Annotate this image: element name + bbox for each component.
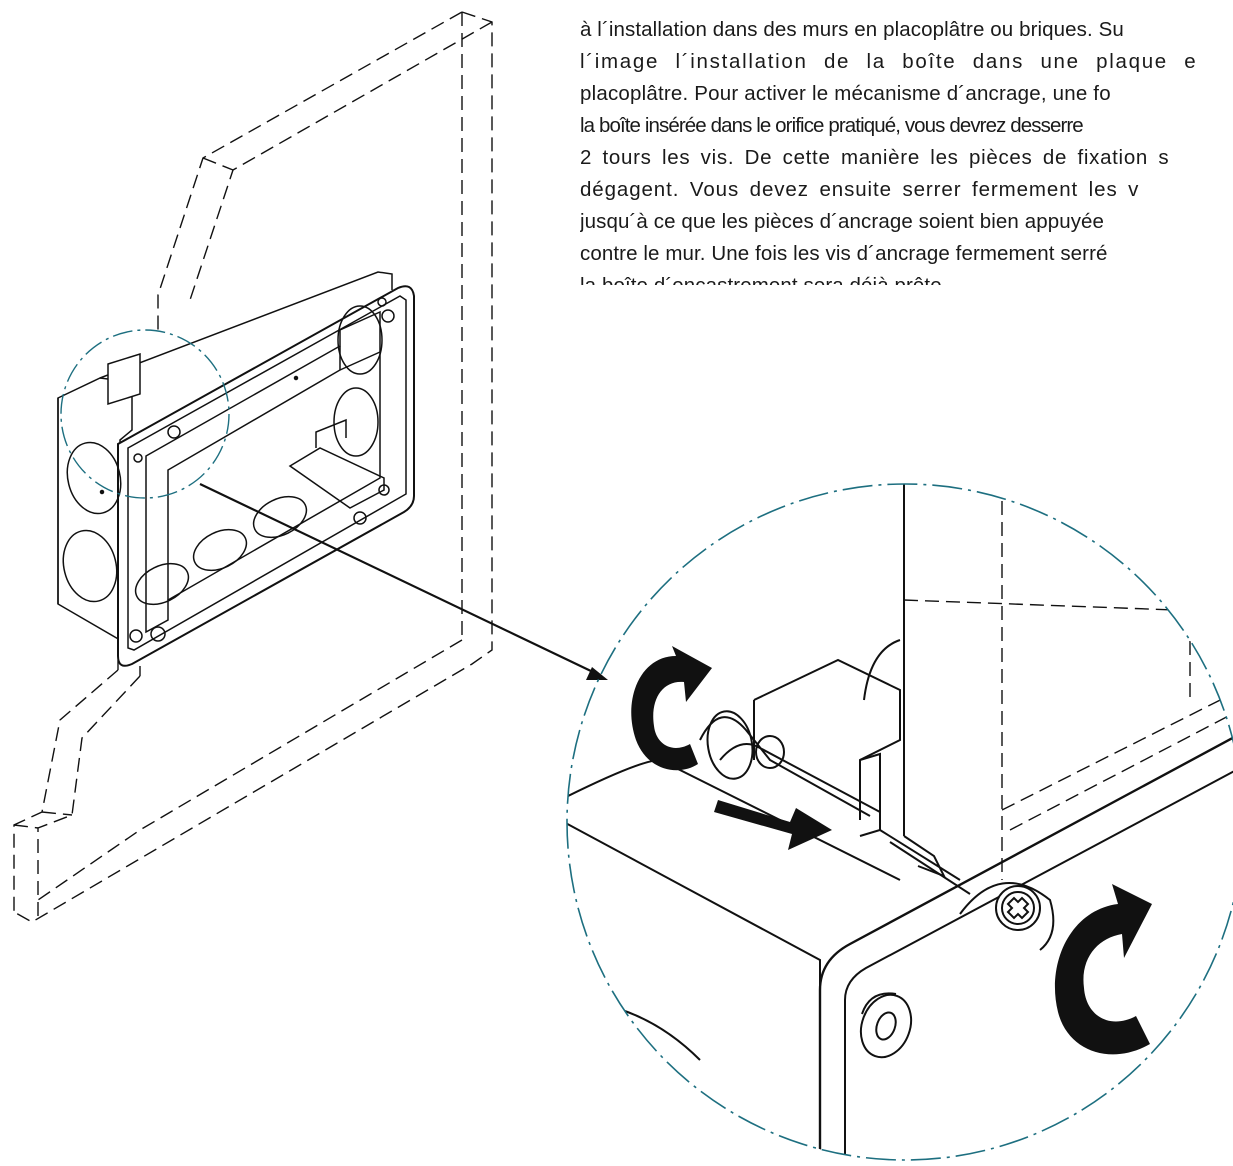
rotate-left-arrow-icon: [631, 646, 712, 771]
drywall-panel: [13, 11, 493, 923]
pointer-arrow: [199, 483, 608, 680]
instruction-line: contre le mur. Une fois les vis d´ancrag…: [580, 242, 1108, 265]
instruction-line: à l´installation dans des murs en placop…: [580, 18, 1124, 41]
instruction-line: placoplâtre. Pour activer le mécanisme d…: [580, 82, 1111, 105]
instruction-text: à l´installation dans des murs en placop…: [580, 0, 1233, 285]
instruction-line: la boîte d´encastrement sera déjà prête.: [580, 270, 1233, 285]
push-direction-arrow-icon: [714, 800, 832, 850]
detail-callout-circle: [60, 329, 230, 499]
instruction-line: l´image l´installation de la boîte dans …: [580, 50, 1198, 73]
anchor-screw-icon: [995, 885, 1041, 931]
instruction-line: jusqu´à ce que les pièces d´ancrage soie…: [580, 210, 1105, 233]
detail-zoom-view: [566, 483, 1233, 1161]
instruction-line: la boîte insérée dans le orifice pratiqu…: [580, 114, 1084, 137]
wall-box: [57, 271, 415, 667]
instruction-line: 2 tours les vis. De cette manière les pi…: [580, 146, 1170, 169]
instruction-line: dégagent. Vous devez ensuite serrer ferm…: [580, 178, 1140, 201]
rotate-right-arrow-icon: [1054, 884, 1152, 1055]
